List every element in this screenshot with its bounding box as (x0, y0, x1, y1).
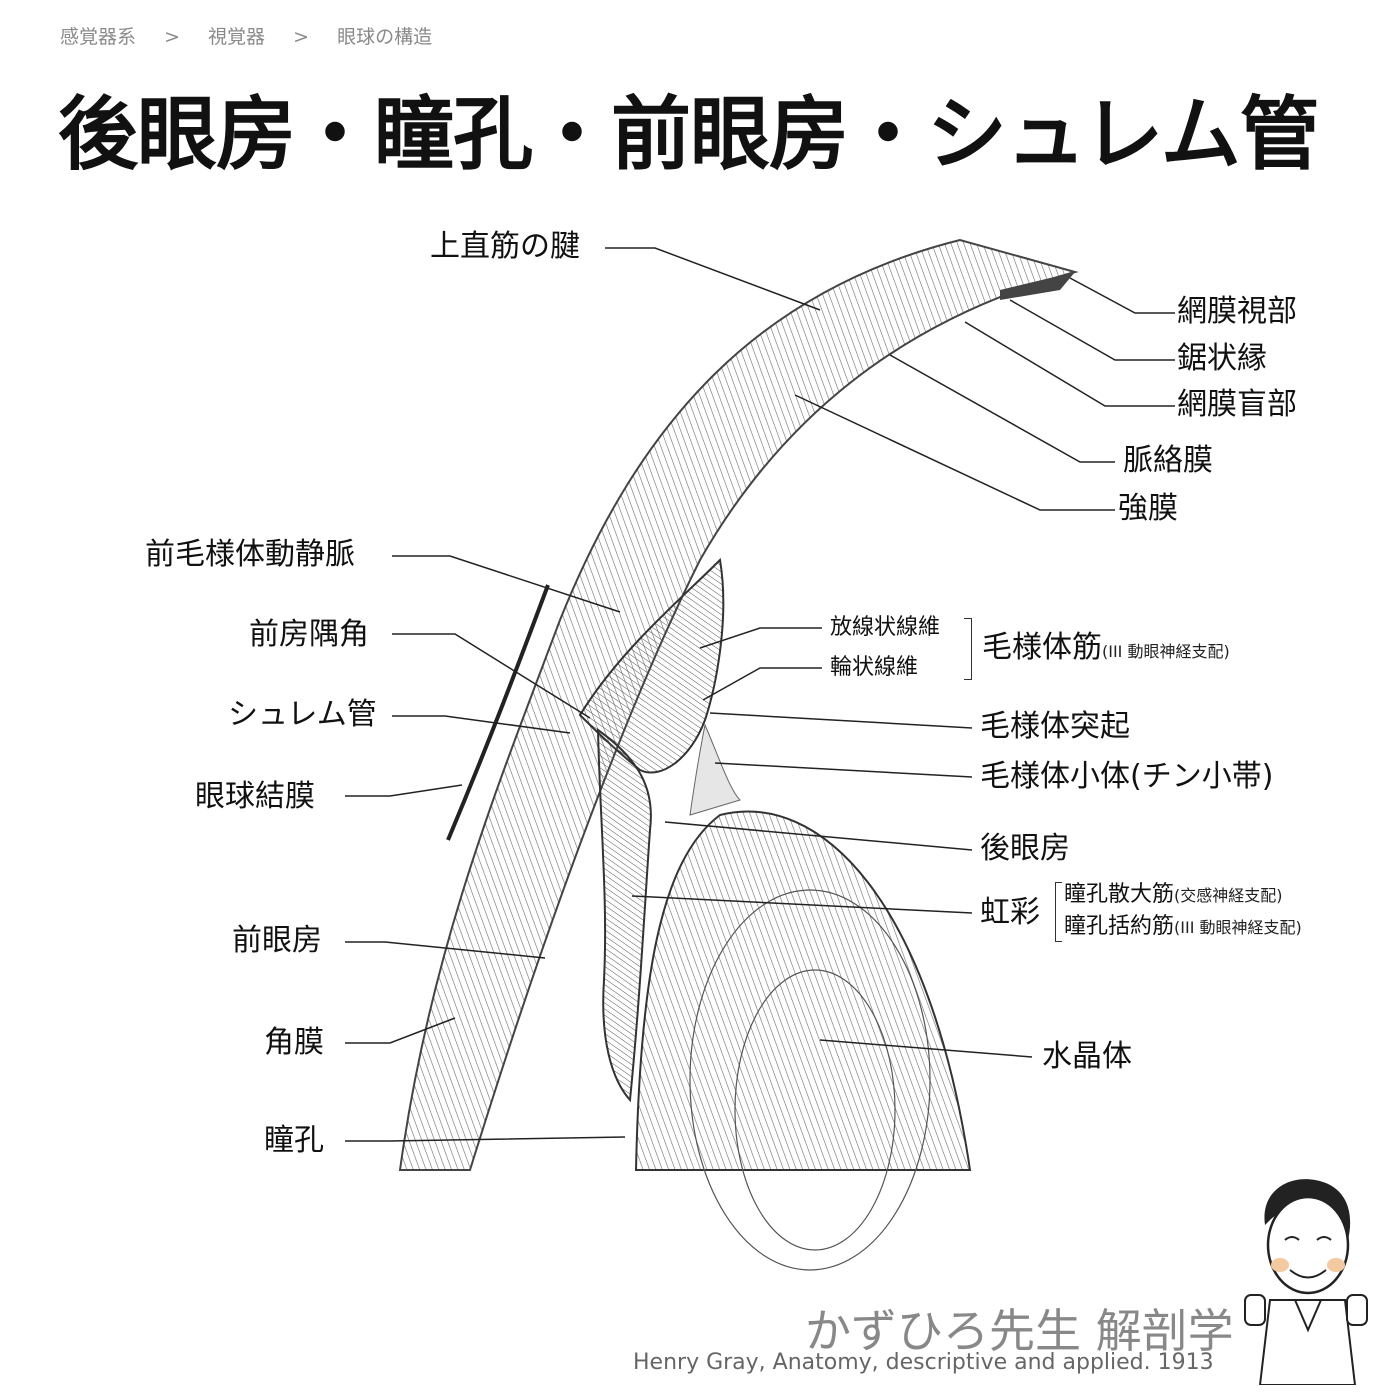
label-lens: 水晶体 (1042, 1039, 1132, 1074)
bracket-iris (1055, 882, 1062, 942)
breadcrumb-item-sensory[interactable]: 感覚器系 (60, 26, 137, 48)
label-sphincter-note: (III 動眼神経支配) (1174, 918, 1302, 937)
breadcrumb-separator: > (293, 26, 310, 48)
label-retina-blind-part: 網膜盲部 (1177, 387, 1297, 422)
source-credit: Henry Gray, Anatomy, descriptive and app… (633, 1350, 1214, 1375)
leader-line-ciliary-processes (709, 712, 973, 729)
leader-line-anterior-ciliary (392, 555, 621, 613)
label-posterior-chamber: 後眼房 (980, 831, 1070, 866)
leader-line-anterior-chamber (345, 941, 546, 959)
label-pupil: 瞳孔 (264, 1123, 324, 1158)
label-anterior-ciliary-vessels: 前毛様体動静脈 (145, 537, 355, 572)
label-anterior-chamber: 前眼房 (232, 923, 322, 958)
lens-shape (634, 810, 972, 1171)
label-choroid: 脈絡膜 (1123, 443, 1213, 478)
label-zonule: 毛様体小体(チン小帯) (980, 759, 1274, 794)
breadcrumb-separator: > (164, 26, 180, 48)
label-dilator-text: 瞳孔散大筋 (1064, 882, 1175, 907)
conjunctiva-shape (446, 584, 550, 841)
label-iris: 虹彩 (980, 895, 1040, 930)
leader-line-schlemm (392, 715, 571, 734)
leader-line-lens (819, 1039, 1033, 1058)
label-schlemm-canal: シュレム管 (228, 697, 377, 732)
label-circular-fibers: 輪状線維 (830, 655, 919, 680)
leader-line-choroid (889, 354, 1115, 463)
label-conjunctiva: 眼球結膜 (195, 779, 315, 814)
label-ciliary-muscle: 毛様体筋(III 動眼神経支配) (982, 633, 1230, 663)
breadcrumb-item-visual[interactable]: 視覚器 (208, 26, 266, 48)
lens-nucleus-shape (689, 889, 931, 1271)
label-iridocorneal-angle: 前房隅角 (249, 617, 369, 652)
label-dilator-note: (交感神経支配) (1174, 886, 1283, 905)
leader-line-posterior-chamber (664, 821, 973, 851)
leader-line-angle (392, 633, 591, 719)
label-cornea: 角膜 (264, 1025, 324, 1060)
label-sclera: 強膜 (1118, 491, 1178, 526)
leader-line-radial-fibers (699, 627, 822, 649)
leader-line-cornea (345, 1017, 456, 1044)
breadcrumb: 感覚器系 > 視覚器 > 眼球の構造 (60, 22, 432, 49)
label-retina-optic-part: 網膜視部 (1177, 294, 1297, 329)
retina-shape (1000, 272, 1075, 300)
label-sphincter: 瞳孔括約筋(III 動眼神経支配) (1064, 916, 1302, 938)
leader-line-circular-fibers (702, 667, 822, 701)
label-ciliary-processes: 毛様体突起 (980, 709, 1130, 744)
brand-name: かずひろ先生 解剖学 (805, 1304, 1234, 1358)
bracket-ciliary-muscle (964, 618, 972, 680)
leader-line-retina-optic (1069, 277, 1175, 314)
page-title: 後眼房・瞳孔・前眼房・シュレム管 (58, 88, 1320, 181)
label-superior-rectus-tendon: 上直筋の腱 (430, 229, 580, 264)
label-sphincter-text: 瞳孔括約筋 (1064, 914, 1175, 939)
label-ciliary-muscle-text: 毛様体筋 (982, 630, 1102, 665)
label-radial-fibers: 放線状線維 (830, 615, 941, 640)
leader-line-zonule (714, 762, 973, 778)
iris-shape (596, 728, 652, 1103)
label-dilator: 瞳孔散大筋(交感神経支配) (1064, 884, 1283, 906)
leader-line-conjunctiva (345, 784, 463, 797)
mascot-illustration (1244, 1179, 1368, 1385)
leader-line-iris (631, 895, 973, 914)
leader-line-superior-rectus (605, 247, 821, 311)
leader-line-pupil (345, 1136, 626, 1142)
label-ora-serrata: 鋸状縁 (1177, 341, 1267, 376)
leader-line-sclera (794, 394, 1115, 511)
label-ciliary-muscle-note: (III 動眼神経支配) (1102, 642, 1230, 661)
zonule-shape (689, 723, 741, 816)
leader-line-ora-serrata (1009, 299, 1175, 361)
leader-line-retina-blind (964, 321, 1175, 407)
breadcrumb-item-eyeball[interactable]: 眼球の構造 (337, 26, 433, 48)
lens-nucleus-shape (734, 969, 896, 1251)
